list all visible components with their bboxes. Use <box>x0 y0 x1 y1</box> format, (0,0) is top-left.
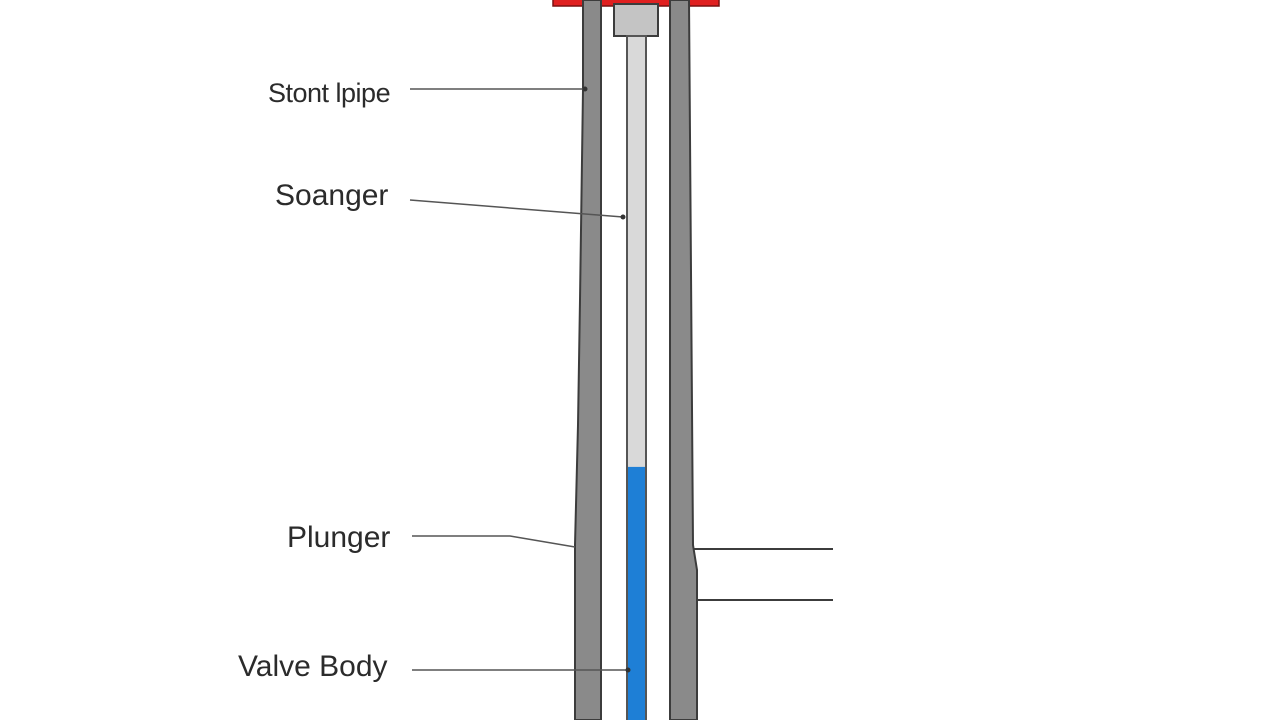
fluid-column <box>628 466 645 720</box>
top-plug-block <box>613 3 659 37</box>
leader-dot-top <box>582 86 588 92</box>
label-plunger: Plunger <box>287 521 391 554</box>
leader-line-second <box>409 199 624 218</box>
label-valve-body: Valve Body <box>238 650 388 683</box>
leader-dot-second <box>620 214 626 220</box>
leader-line-plunger <box>412 535 576 548</box>
left-pipe-wall <box>574 0 602 720</box>
leader-dot-valve-body <box>625 667 631 673</box>
label-top: Stont lpipe <box>268 78 391 108</box>
right-pipe-wall <box>669 0 698 720</box>
label-second: Soanger <box>275 179 389 212</box>
